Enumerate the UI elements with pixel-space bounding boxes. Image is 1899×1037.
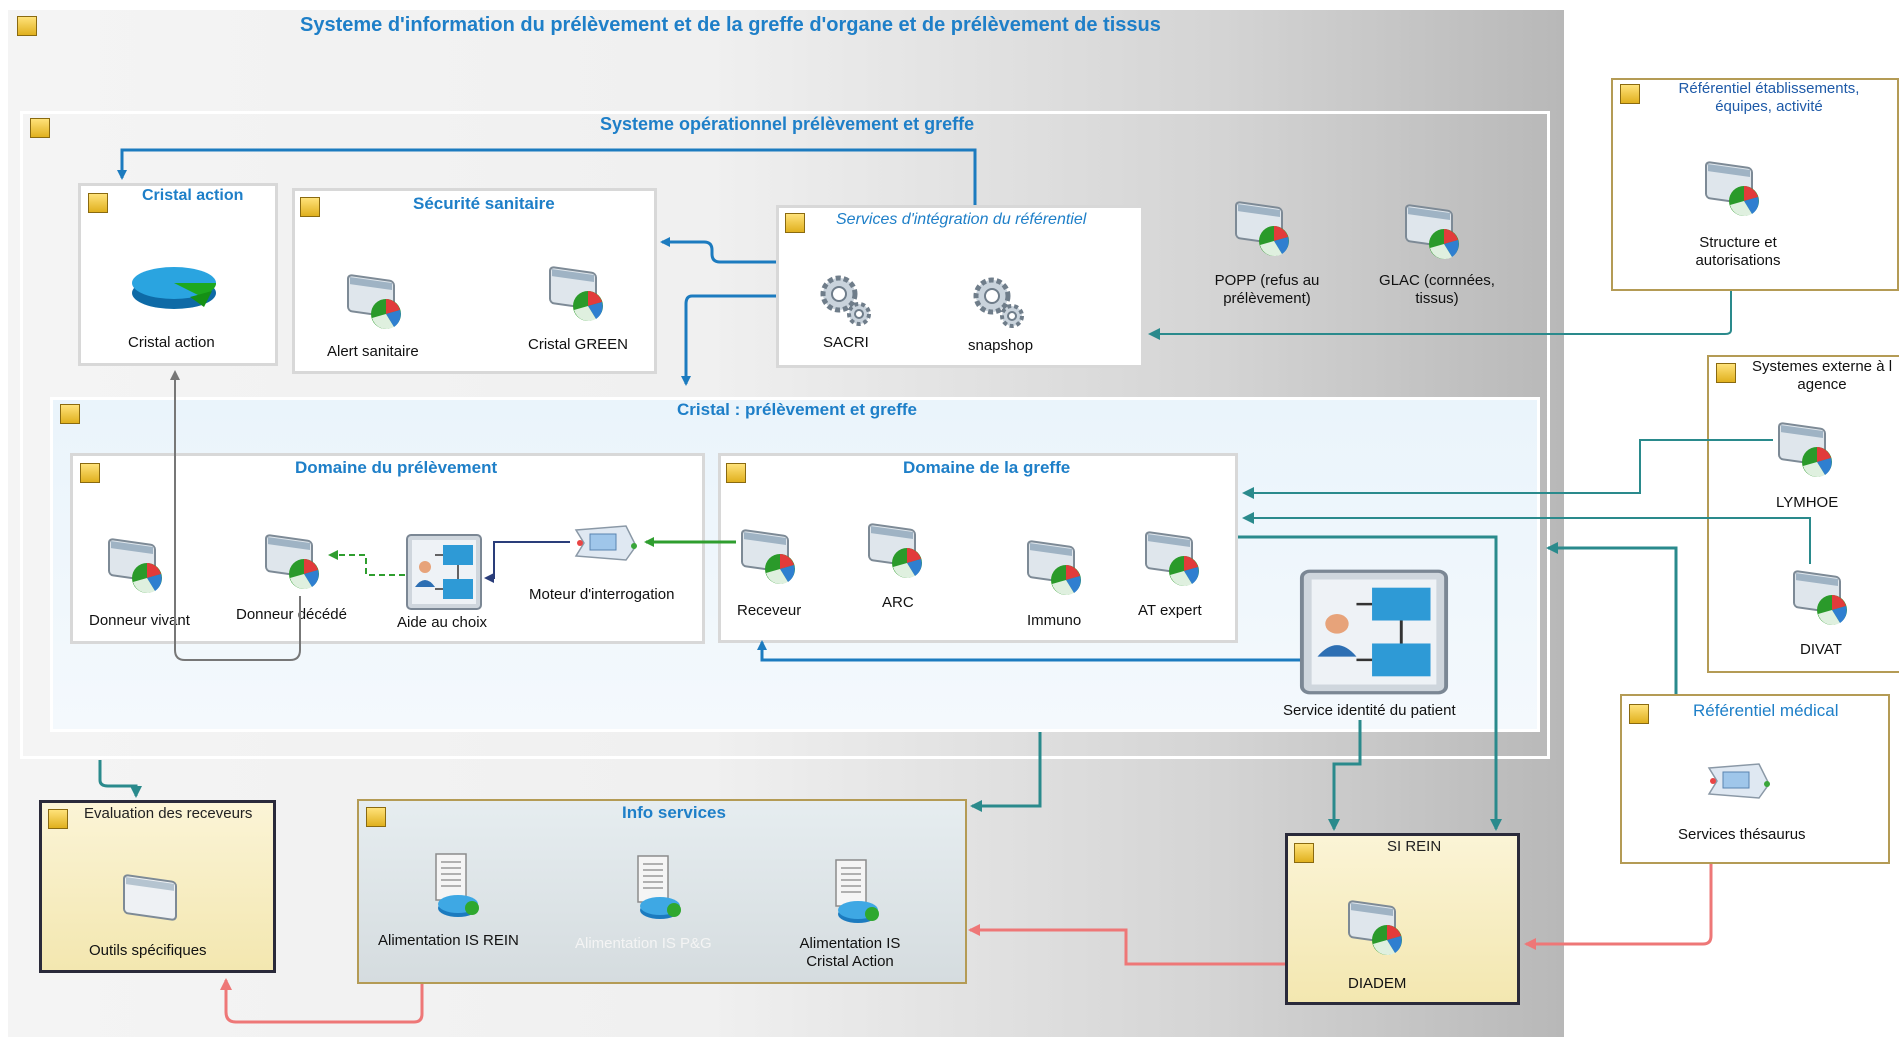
window-app-icon: [1230, 195, 1296, 261]
integration-title: Services d'intégration du référentiel: [836, 211, 1087, 228]
aide-au-choix-label: Aide au choix: [397, 614, 488, 631]
at-expert-label: AT expert: [1138, 602, 1202, 619]
thesaurus-label: Services thésaurus: [1678, 826, 1806, 843]
domaine-prelevement-title: Domaine du prélèvement: [295, 458, 498, 477]
domaine-greffe-title: Domaine de la greffe: [903, 458, 1071, 477]
window-app-icon: [342, 268, 408, 334]
document-db-icon: [828, 856, 888, 934]
document-db-icon: [630, 852, 690, 930]
sacri-label: SACRI: [823, 334, 869, 351]
window-app-icon: [1343, 894, 1409, 960]
donneur-decede-label: Donneur décédé: [236, 606, 347, 623]
receveur-label: Receveur: [737, 602, 802, 619]
window-app-icon: [544, 260, 610, 326]
cristal-green-label: Cristal GREEN: [528, 336, 629, 353]
snapshop-label: snapshop: [968, 337, 1034, 354]
package-icon: [1620, 84, 1640, 104]
package-icon: [1629, 704, 1649, 724]
package-icon: [80, 463, 100, 483]
alim-is-cristal-label: Alimentation IS Cristal Action: [799, 935, 901, 970]
info-services-title: Info services: [622, 803, 726, 822]
cristal-pg-title: Cristal : prélèvement et greffe: [677, 400, 917, 419]
moteur-label: Moteur d'interrogation: [529, 586, 675, 603]
gear-icon: [968, 272, 1028, 332]
glac-label: GLAC (cornnées, tissus): [1379, 272, 1495, 307]
package-icon: [366, 807, 386, 827]
main-title: Systeme d'information du prélèvement et …: [300, 14, 1161, 36]
package-icon: [1294, 843, 1314, 863]
structure-label: Structure et autorisations: [1695, 234, 1781, 269]
document-db-icon: [428, 850, 488, 928]
alim-is-pg-label: Alimentation IS P&G: [575, 935, 712, 952]
arc-label: ARC: [882, 594, 914, 611]
window-app-icon: [1700, 155, 1766, 221]
systemes-externes-box: [1707, 355, 1899, 673]
process-icon: [1298, 568, 1450, 696]
referentiel-etab-title: Référentiel établissements, équipes, act…: [1678, 80, 1860, 115]
package-icon: [48, 809, 68, 829]
systemes-externes-title: Systemes externe à l agence: [1751, 358, 1893, 393]
connector-icon: [1703, 758, 1775, 804]
window-app-icon: [736, 523, 802, 589]
securite-sanitaire-title: Sécurité sanitaire: [413, 194, 555, 213]
window-app-icon: [260, 528, 326, 594]
package-icon: [1716, 363, 1736, 383]
window-app-icon: [863, 517, 929, 583]
process-icon: [405, 533, 483, 611]
referentiel-etab-box: [1611, 78, 1899, 291]
package-icon: [17, 16, 37, 36]
package-icon: [60, 404, 80, 424]
operational-title: Systeme opérationnel prélèvement et gref…: [600, 114, 975, 134]
window-app-icon: [1400, 198, 1466, 264]
window-app-icon: [1788, 564, 1854, 630]
si-rein-box: [1285, 833, 1520, 1005]
window-app-icon: [103, 532, 169, 598]
operational-system: [20, 111, 1550, 759]
cristal-action-title: Cristal action: [142, 187, 244, 204]
package-icon: [785, 213, 805, 233]
divat-label: DIVAT: [1800, 641, 1842, 658]
pie-chart-icon: [132, 267, 217, 309]
evaluation-title: Evaluation des receveurs: [84, 805, 253, 822]
window-plain-icon: [118, 866, 184, 932]
package-icon: [88, 193, 108, 213]
package-icon: [300, 197, 320, 217]
package-icon: [30, 118, 50, 138]
window-app-icon: [1022, 534, 1088, 600]
alert-sanitaire-label: Alert sanitaire: [327, 343, 419, 360]
si-rein-title: SI REIN: [1387, 838, 1442, 855]
alim-is-rein-label: Alimentation IS REIN: [378, 932, 519, 949]
domaine-greffe-box: [718, 453, 1238, 643]
service-identite-label: Service identité du patient: [1283, 702, 1456, 719]
outils-label: Outils spécifiques: [89, 942, 207, 959]
gear-icon: [815, 270, 875, 330]
immuno-label: Immuno: [1027, 612, 1082, 629]
popp-label: POPP (refus au prélèvement): [1214, 272, 1320, 307]
connector-icon: [570, 520, 642, 566]
cristal-action-label: Cristal action: [128, 334, 215, 351]
window-app-icon: [1140, 525, 1206, 591]
window-app-icon: [1773, 416, 1839, 482]
package-icon: [726, 463, 746, 483]
diadem-label: DIADEM: [1348, 975, 1407, 992]
lymhoe-label: LYMHOE: [1776, 494, 1839, 511]
donneur-vivant-label: Donneur vivant: [89, 612, 190, 629]
referentiel-medical-title: Référentiel médical: [1693, 701, 1839, 720]
